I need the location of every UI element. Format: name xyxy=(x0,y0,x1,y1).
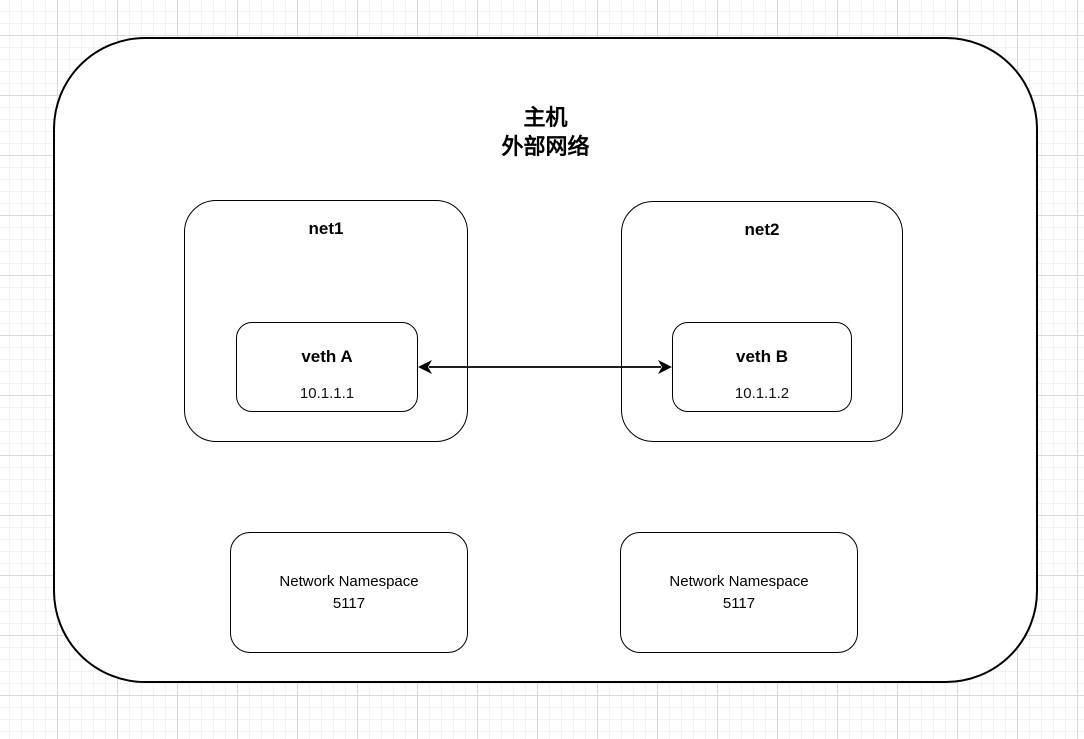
veth-b-ip: 10.1.1.2 xyxy=(734,385,790,402)
veth-a-ip: 10.1.1.1 xyxy=(299,385,355,402)
veth-b-box: veth B 10.1.1.2 xyxy=(672,322,852,412)
veth-b-label: veth B xyxy=(736,347,788,366)
network-namespace-left-line2: 5117 xyxy=(332,594,366,612)
net2-label: net2 xyxy=(744,220,780,239)
network-namespace-box-left: Network Namespace 5117 xyxy=(230,532,468,653)
host-title-line2: 外部网络 xyxy=(501,134,590,159)
network-namespace-right-line1: Network Namespace xyxy=(669,572,809,590)
veth-link-arrow xyxy=(418,360,672,374)
network-namespace-right-line2: 5117 xyxy=(722,594,756,612)
veth-a-label: veth A xyxy=(301,347,353,366)
veth-a-box: veth A 10.1.1.1 xyxy=(236,322,418,412)
network-namespace-box-right: Network Namespace 5117 xyxy=(620,532,858,653)
host-title: 主机 外部网络 xyxy=(53,103,1038,161)
net1-label: net1 xyxy=(308,219,344,238)
network-namespace-left-line1: Network Namespace xyxy=(279,572,419,590)
host-title-line1: 主机 xyxy=(523,105,568,130)
